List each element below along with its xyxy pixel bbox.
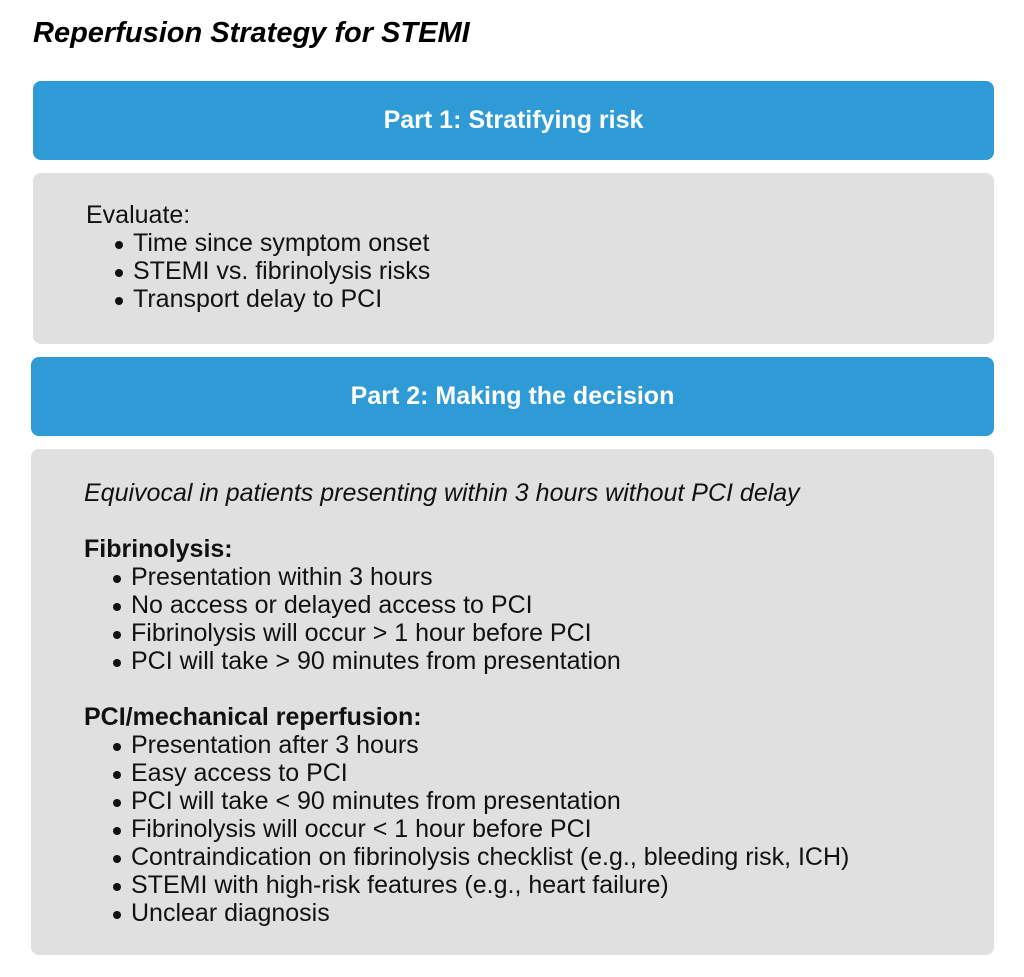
- part1-panel: Evaluate: Time since symptom onset STEMI…: [33, 173, 994, 344]
- list-item: Easy access to PCI: [84, 759, 849, 787]
- fibrinolysis-label: Fibrinolysis:: [84, 535, 233, 563]
- part2-content: Equivocal in patients presenting within …: [84, 479, 849, 927]
- part2-heading: Part 2: Making the decision: [350, 382, 675, 410]
- list-item: STEMI vs. fibrinolysis risks: [86, 257, 430, 285]
- list-item: PCI will take < 90 minutes from presenta…: [84, 787, 849, 815]
- list-item: Presentation after 3 hours: [84, 731, 849, 759]
- list-item: Presentation within 3 hours: [84, 563, 849, 591]
- list-item: Fibrinolysis will occur > 1 hour before …: [84, 619, 849, 647]
- list-item: No access or delayed access to PCI: [84, 591, 849, 619]
- part1-content: Evaluate: Time since symptom onset STEMI…: [86, 201, 430, 313]
- pci-label: PCI/mechanical reperfusion:: [84, 703, 422, 731]
- part2-header: Part 2: Making the decision: [31, 357, 994, 436]
- equivocal-note: Equivocal in patients presenting within …: [84, 479, 800, 507]
- list-item: PCI will take > 90 minutes from presenta…: [84, 647, 849, 675]
- fibrinolysis-list: Presentation within 3 hours No access or…: [84, 563, 849, 675]
- part1-header: Part 1: Stratifying risk: [33, 81, 994, 160]
- list-item: Time since symptom onset: [86, 229, 430, 257]
- evaluate-list: Time since symptom onset STEMI vs. fibri…: [86, 229, 430, 313]
- pci-list: Presentation after 3 hours Easy access t…: [84, 731, 849, 927]
- list-item: Contraindication on fibrinolysis checkli…: [84, 843, 849, 871]
- evaluate-label: Evaluate:: [86, 201, 191, 229]
- section-spacer: [84, 675, 849, 703]
- part1-heading: Part 1: Stratifying risk: [383, 106, 644, 134]
- list-item: STEMI with high-risk features (e.g., hea…: [84, 871, 849, 899]
- list-item: Unclear diagnosis: [84, 899, 849, 927]
- list-item: Fibrinolysis will occur < 1 hour before …: [84, 815, 849, 843]
- list-item: Transport delay to PCI: [86, 285, 430, 313]
- part2-panel: Equivocal in patients presenting within …: [31, 449, 994, 955]
- page-title: Reperfusion Strategy for STEMI: [33, 17, 470, 49]
